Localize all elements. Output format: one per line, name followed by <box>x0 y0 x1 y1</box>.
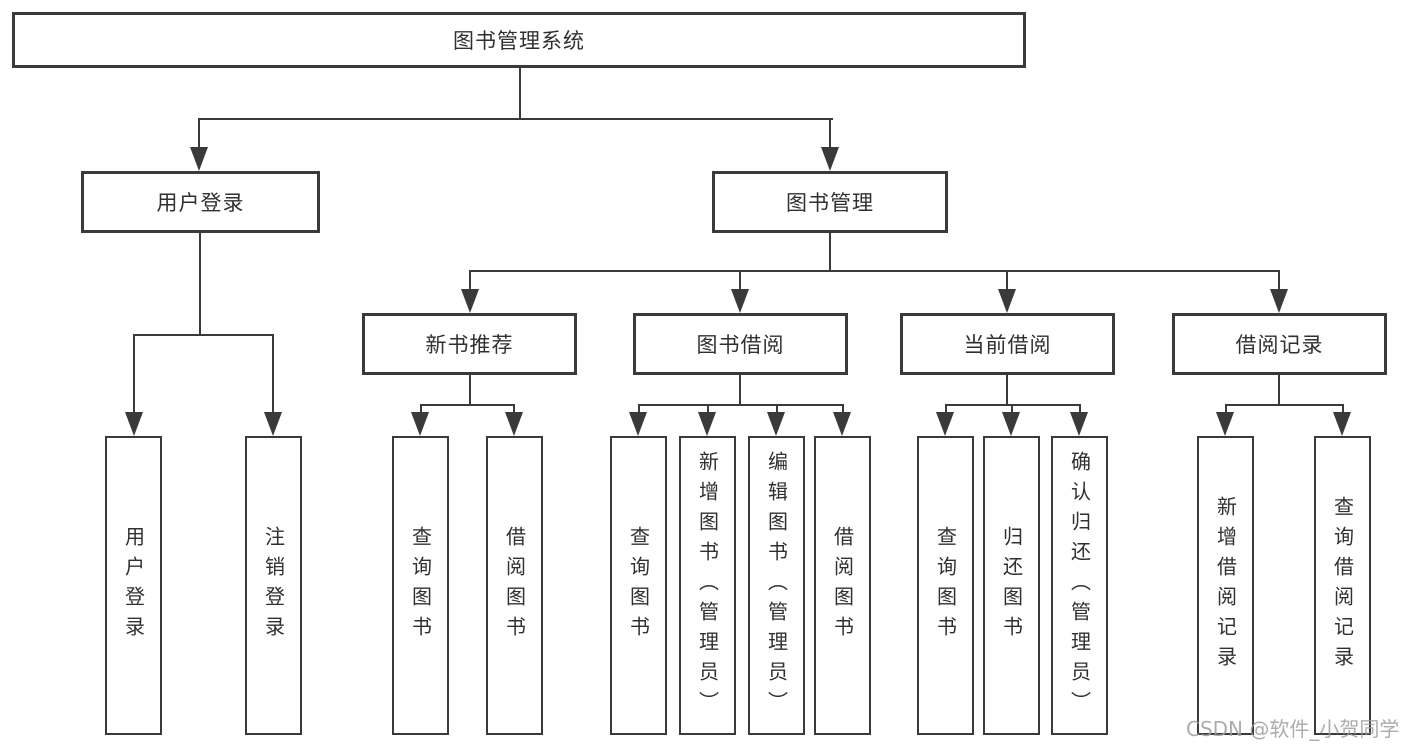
arrow-down-icon <box>125 412 143 436</box>
connector-line <box>469 270 1280 272</box>
leaf-label: 用户登录 <box>121 525 146 646</box>
arrow-down-icon <box>821 147 839 171</box>
arrow-down-icon <box>629 412 647 436</box>
arrow-down-icon <box>1002 412 1020 436</box>
node-label: 当前借阅 <box>963 333 1052 357</box>
connector-line <box>1225 404 1343 406</box>
connector-line <box>199 233 201 335</box>
leaf-query-books-current: 查询图书 <box>917 436 974 735</box>
node-library-system: 图书管理系统 <box>12 12 1026 68</box>
connector-line <box>519 68 521 120</box>
connector-line <box>469 270 471 291</box>
connector-line <box>739 270 741 291</box>
connector-line <box>1006 375 1008 406</box>
node-label: 新书推荐 <box>425 333 514 357</box>
connector-line <box>776 404 778 416</box>
connector-line <box>1225 404 1227 416</box>
node-label: 图书管理系统 <box>453 29 585 53</box>
connector-line <box>420 404 422 416</box>
arrow-down-icon <box>998 289 1016 313</box>
leaf-query-books-recommend: 查询图书 <box>392 436 449 735</box>
leaf-return-book: 归还图书 <box>983 436 1040 735</box>
connector-line <box>513 404 515 416</box>
connector-line <box>638 404 640 416</box>
arrow-down-icon <box>1333 412 1351 436</box>
leaf-label: 归还图书 <box>999 525 1024 646</box>
leaf-label: 编辑图书（管理员） <box>764 450 789 721</box>
connector-line <box>945 404 947 416</box>
node-label: 图书管理 <box>786 191 874 215</box>
leaf-label: 新增图书（管理员） <box>695 450 720 721</box>
connector-line <box>707 404 709 416</box>
connector-line <box>829 118 831 149</box>
leaf-query-books-borrow: 查询图书 <box>610 436 667 735</box>
node-new-book-recommend: 新书推荐 <box>362 313 577 375</box>
leaf-label: 借阅图书 <box>830 525 855 646</box>
node-label: 借阅记录 <box>1235 333 1324 357</box>
arrow-down-icon <box>1270 289 1288 313</box>
leaf-add-borrow-record: 新增借阅记录 <box>1197 436 1254 735</box>
connector-line <box>1278 375 1280 406</box>
leaf-label: 查询借阅记录 <box>1330 495 1355 676</box>
leaf-label: 确认归还（管理员） <box>1067 450 1092 721</box>
node-user-login: 用户登录 <box>81 171 320 233</box>
leaf-label: 查询图书 <box>408 525 433 646</box>
leaf-add-book-admin: 新增图书（管理员） <box>679 436 736 735</box>
arrow-down-icon <box>731 289 749 313</box>
node-label: 用户登录 <box>156 191 245 215</box>
watermark: CSDN @软件_小贺同学 <box>1186 717 1400 741</box>
connector-line <box>133 334 135 416</box>
connector-line <box>1278 270 1280 291</box>
leaf-label: 注销登录 <box>261 525 286 646</box>
leaf-label: 查询图书 <box>626 525 651 646</box>
arrow-down-icon <box>505 412 523 436</box>
connector-line <box>638 404 843 406</box>
arrow-down-icon <box>264 412 282 436</box>
arrow-down-icon <box>411 412 429 436</box>
connector-line <box>1011 404 1013 416</box>
leaf-edit-book-admin: 编辑图书（管理员） <box>748 436 805 735</box>
connector-line <box>1342 404 1344 416</box>
connector-line <box>198 118 200 149</box>
leaf-query-borrow-record: 查询借阅记录 <box>1314 436 1371 735</box>
leaf-borrow-books: 借阅图书 <box>814 436 871 735</box>
connector-line <box>272 334 274 416</box>
node-book-borrow: 图书借阅 <box>633 313 848 375</box>
leaf-logout-login: 注销登录 <box>245 436 302 735</box>
connector-line <box>739 375 741 406</box>
connector-line <box>469 375 471 406</box>
node-borrow-record: 借阅记录 <box>1172 313 1387 375</box>
connector-line <box>842 404 844 416</box>
arrow-down-icon <box>833 412 851 436</box>
arrow-down-icon <box>1216 412 1234 436</box>
connector-line <box>829 233 831 272</box>
leaf-borrow-books-recommend: 借阅图书 <box>486 436 543 735</box>
arrow-down-icon <box>190 147 208 171</box>
leaf-label: 新增借阅记录 <box>1213 495 1238 676</box>
connector-line <box>1006 270 1008 291</box>
connector-line <box>198 118 833 120</box>
node-label: 图书借阅 <box>696 333 785 357</box>
leaf-user-login: 用户登录 <box>105 436 162 735</box>
connector-line <box>1079 404 1081 416</box>
arrow-down-icon <box>461 289 479 313</box>
arrow-down-icon <box>767 412 785 436</box>
node-book-management: 图书管理 <box>712 171 948 233</box>
connector-line <box>133 334 274 336</box>
leaf-confirm-return-admin: 确认归还（管理员） <box>1051 436 1108 735</box>
leaf-label: 查询图书 <box>933 525 958 646</box>
arrow-down-icon <box>1070 412 1088 436</box>
arrow-down-icon <box>936 412 954 436</box>
arrow-down-icon <box>698 412 716 436</box>
leaf-label: 借阅图书 <box>502 525 527 646</box>
node-current-borrow: 当前借阅 <box>900 313 1115 375</box>
connector-line <box>420 404 515 406</box>
